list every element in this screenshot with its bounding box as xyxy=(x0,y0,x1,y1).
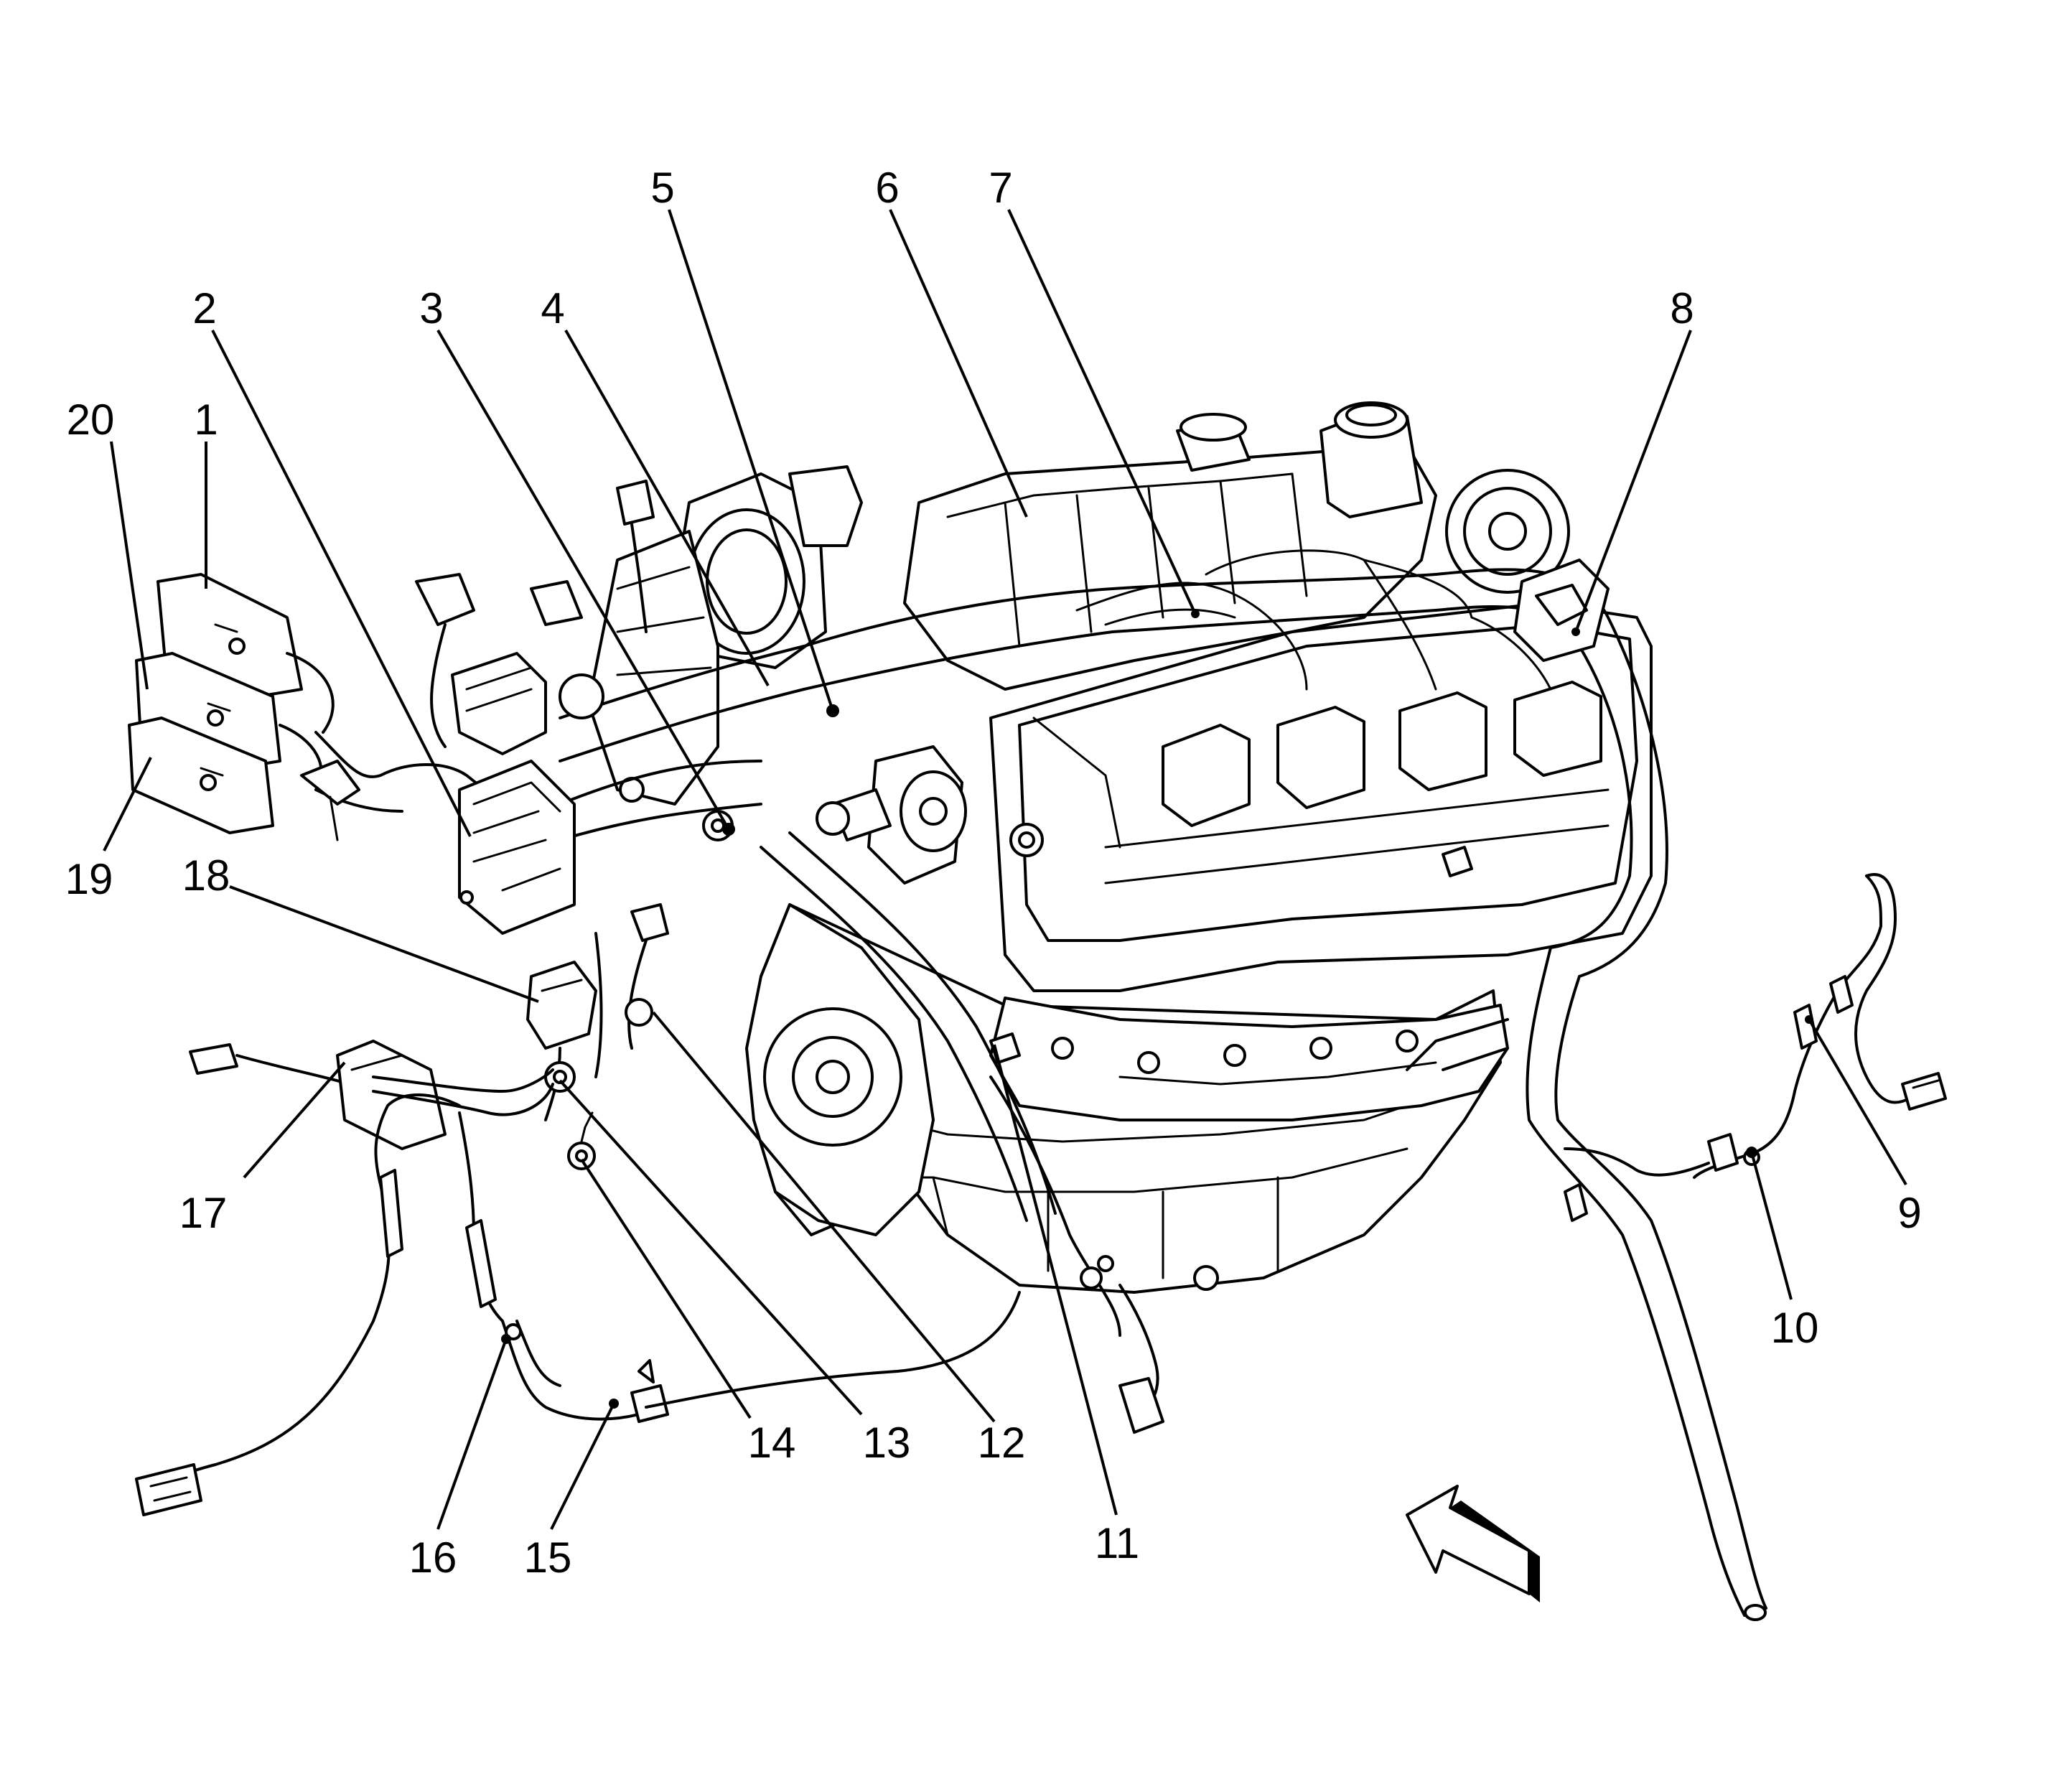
lower-left-harness xyxy=(135,1040,1021,1516)
callout-6: 6 xyxy=(875,164,899,212)
callout-12: 12 xyxy=(978,1419,1026,1467)
callout-5: 5 xyxy=(650,164,674,212)
callout-20: 20 xyxy=(67,396,115,444)
callout-1: 1 xyxy=(194,396,218,444)
callout-16: 16 xyxy=(409,1534,457,1582)
coil-harness-branches xyxy=(1075,549,1610,691)
callout-4: 4 xyxy=(541,284,564,332)
callout-8: 8 xyxy=(1670,284,1694,332)
callout-19: 19 xyxy=(65,855,113,903)
callout-2: 2 xyxy=(192,284,216,332)
callout-14: 14 xyxy=(748,1419,796,1467)
mid-left-components xyxy=(526,903,669,1170)
callout-3: 3 xyxy=(419,284,443,332)
callout-18: 18 xyxy=(182,851,230,900)
upper-left-components xyxy=(415,480,655,755)
right-oxygen-sensor-branch xyxy=(1564,873,1947,1222)
leader-lines xyxy=(103,209,1907,1530)
callout-13: 13 xyxy=(863,1419,911,1467)
bulkhead-connector xyxy=(458,760,576,935)
callout-9: 9 xyxy=(1897,1189,1921,1237)
callout-labels: 1 2 3 4 5 6 7 8 9 10 11 12 13 14 15 16 1… xyxy=(65,164,1922,1582)
callout-15: 15 xyxy=(524,1534,572,1582)
callout-11: 11 xyxy=(1095,1519,1139,1567)
engine-block xyxy=(587,401,1653,1294)
callout-17: 17 xyxy=(179,1189,228,1237)
callout-7: 7 xyxy=(989,164,1012,212)
front-direction-arrow-icon xyxy=(1406,1485,1540,1602)
callout-10: 10 xyxy=(1771,1304,1819,1352)
